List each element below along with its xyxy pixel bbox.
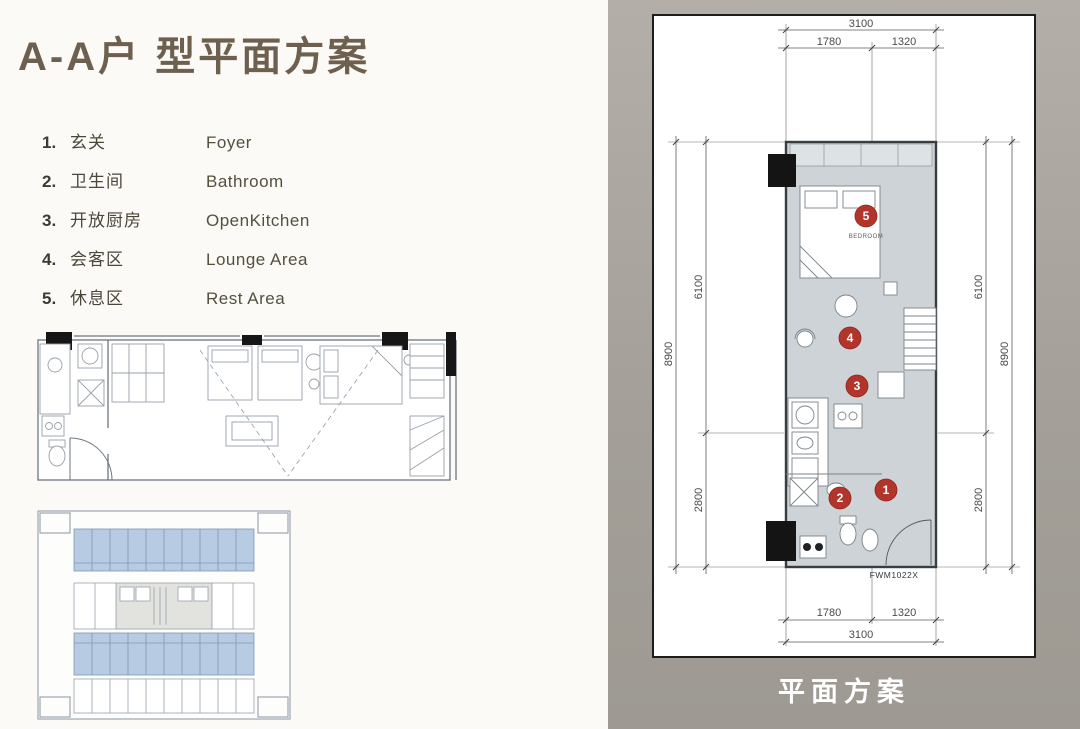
dimension-lines — [675, 29, 1013, 643]
legend-label-en: Foyer — [206, 133, 252, 152]
legend-label-en: Bathroom — [206, 172, 284, 191]
marker-circle — [828, 486, 852, 510]
dim-bottom-seg-left: 1780 — [817, 607, 841, 619]
legend-item-foyer: 1. 玄关 Foyer — [42, 128, 462, 167]
entry-door — [885, 519, 932, 566]
keyplan-core — [73, 582, 255, 630]
marker-foyer: 1 — [874, 478, 898, 502]
dim-left-upper: 6100 — [693, 275, 705, 299]
marker-number: 3 — [854, 379, 861, 393]
marker-lounge-area: 4 — [838, 326, 862, 350]
legend-label-zh: 玄关 — [70, 133, 106, 152]
marker-circle — [874, 478, 898, 502]
keyplan-units-lower-row — [73, 678, 255, 714]
marker-circle — [838, 326, 862, 350]
drawing-number: FWM1022X — [870, 570, 919, 580]
dim-top-total: 3100 — [849, 18, 873, 30]
unit-plan-drawing: 3100 1780 1320 1780 1320 3100 8900 6100 … — [663, 18, 1020, 646]
dim-bottom-total: 3100 — [849, 629, 873, 641]
legend-label-zh: 会客区 — [70, 250, 124, 269]
room-label-bedroom: BEDROOM — [849, 234, 884, 240]
marker-number: 2 — [837, 491, 844, 505]
marker-number: 1 — [883, 483, 890, 497]
marker-circle — [845, 374, 869, 398]
legend-label-en: OpenKitchen — [206, 211, 310, 230]
horizontal-floorplan — [37, 332, 457, 481]
dimension-ticks — [672, 26, 1016, 646]
legend-number: 4. — [42, 250, 57, 269]
dim-left-outer: 8900 — [663, 342, 675, 366]
legend-number: 5. — [42, 289, 57, 308]
legend-item-open-kitchen: 3. 开放厨房 OpenKitchen — [42, 206, 462, 245]
dim-top-seg-right: 1320 — [892, 36, 916, 48]
legend-label-en: Lounge Area — [206, 250, 308, 269]
keyplan-units-bottom — [73, 632, 255, 676]
legend-label-zh: 开放厨房 — [70, 211, 142, 230]
dim-right-lower: 2800 — [973, 488, 985, 512]
marker-bathroom: 2 — [828, 486, 852, 510]
keyplan-units-top — [73, 528, 255, 572]
panel-caption: 平面方案 — [778, 677, 910, 707]
legend-label-en: Rest Area — [206, 289, 286, 308]
legend-item-lounge-area: 4. 会客区 Lounge Area — [42, 245, 462, 284]
hplan-entry-door — [38, 437, 450, 481]
legend-label-zh: 休息区 — [70, 289, 124, 308]
dim-right-outer: 8900 — [999, 342, 1011, 366]
hplan-projection-lines — [199, 349, 379, 477]
legend-label-zh: 卫生间 — [70, 172, 124, 191]
marker-rest-area: 5 — [854, 204, 878, 228]
legend: 1. 玄关 Foyer 2. 卫生间 Bathroom 3. 开放厨房 Open… — [42, 128, 462, 323]
hplan-furniture — [39, 343, 445, 477]
legend-number: 1. — [42, 133, 57, 152]
unit-furniture — [786, 185, 937, 559]
dim-bottom-seg-right: 1320 — [892, 607, 916, 619]
legend-number: 2. — [42, 172, 57, 191]
plan-panel: 3100 1780 1320 1780 1320 3100 8900 6100 … — [608, 0, 1080, 729]
building-keyplan — [37, 510, 291, 720]
hplan-columns — [46, 332, 456, 376]
marker-number: 4 — [847, 331, 854, 345]
marker-open-kitchen: 3 — [845, 374, 869, 398]
dim-right-upper: 6100 — [973, 275, 985, 299]
dim-top-seg-left: 1780 — [817, 36, 841, 48]
legend-number: 3. — [42, 211, 57, 230]
legend-item-bathroom: 2. 卫生间 Bathroom — [42, 167, 462, 206]
legend-item-rest-area: 5. 休息区 Rest Area — [42, 284, 462, 323]
dim-left-lower: 2800 — [693, 488, 705, 512]
page-title: A-A户 型平面方案 — [18, 35, 371, 79]
dimension-extension-lines — [668, 24, 1020, 646]
marker-number: 5 — [863, 209, 870, 223]
plan-frame: 3100 1780 1320 1780 1320 3100 8900 6100 … — [652, 14, 1036, 658]
marker-circle — [854, 204, 878, 228]
